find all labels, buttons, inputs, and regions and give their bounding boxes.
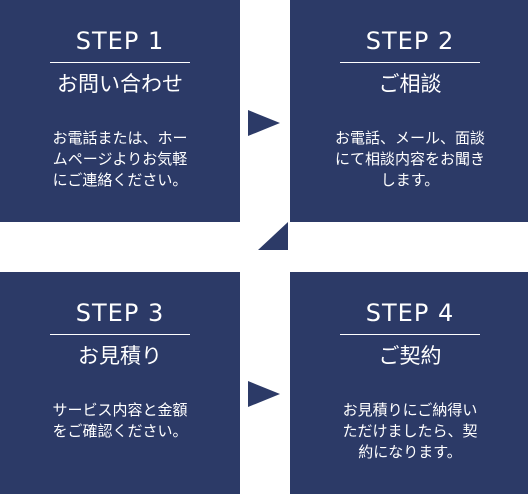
triangle-up-right-icon	[258, 222, 288, 250]
step-description: お見積りにご納得い ただけましたら、契 約になります。	[310, 400, 510, 463]
step-title: ご相談	[378, 72, 442, 96]
step-number: STEP 3	[75, 299, 165, 327]
step-description: お電話または、ホー ムページよりお気軽 にご連絡ください。	[20, 128, 220, 191]
step-title: お見積り	[78, 344, 162, 368]
step-card-1: STEP 1 お問い合わせ お電話または、ホー ムページよりお気軽 にご連絡くだ…	[0, 0, 240, 222]
step-number: STEP 4	[365, 299, 455, 327]
step-description-line: ただけましたら、契	[342, 422, 478, 440]
step-card-4: STEP 4 ご契約 お見積りにご納得い ただけましたら、契 約になります。	[290, 272, 528, 494]
step-description-line: お電話または、ホー	[52, 129, 188, 147]
step-description-line: します。	[380, 171, 440, 189]
step-number: STEP 1	[75, 27, 165, 55]
step-divider	[50, 62, 190, 63]
step-title: お問い合わせ	[57, 72, 183, 96]
step-description-line: にて相談内容をお聞き	[334, 150, 485, 168]
step-description-line: にご連絡ください。	[52, 171, 188, 189]
step-number: STEP 2	[365, 27, 455, 55]
step-description: お電話、メール、面談 にて相談内容をお聞き します。	[310, 128, 510, 191]
step-divider	[340, 334, 480, 335]
step-divider	[50, 334, 190, 335]
step-card-3: STEP 3 お見積り サービス内容と金額 をご確認ください。	[0, 272, 240, 494]
step-title: ご契約	[378, 344, 442, 368]
step-divider	[340, 62, 480, 63]
step-description-line: 約になります。	[358, 443, 462, 461]
step-description-line: お電話、メール、面談	[334, 129, 485, 147]
triangle-right-icon	[248, 381, 280, 407]
step-card-2: STEP 2 ご相談 お電話、メール、面談 にて相談内容をお聞き します。	[290, 0, 528, 222]
triangle-right-icon	[248, 110, 280, 136]
step-description-line: ムページよりお気軽	[52, 150, 188, 168]
step-description-line: サービス内容と金額	[52, 401, 188, 419]
step-description-line: お見積りにご納得い	[342, 401, 478, 419]
step-description: サービス内容と金額 をご確認ください。	[20, 400, 220, 442]
step-description-line: をご確認ください。	[52, 422, 188, 440]
